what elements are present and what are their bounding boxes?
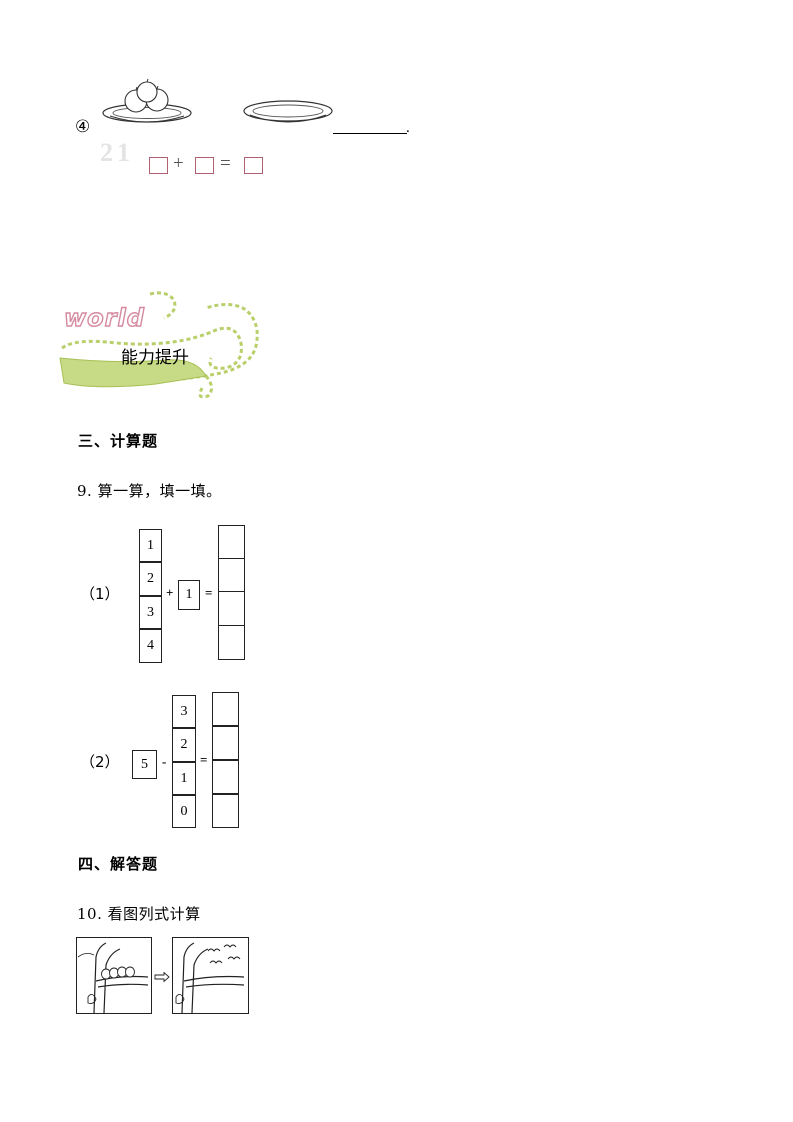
equals-operator: = [200,752,208,767]
q10-text: 10. 看图列式计算 [77,905,201,923]
answer-blank[interactable] [333,133,407,134]
birds-on-branch-image [76,937,152,1014]
birds-flying-image [172,937,249,1014]
answer-cell[interactable] [218,625,245,660]
answer-cell[interactable] [212,692,239,726]
column-cell: 3 [172,695,196,728]
answer-cell[interactable] [218,591,245,626]
q9-text: 9. 算一算，填一填。 [77,482,222,500]
item4-marker: ④ [75,117,91,137]
column-cell: 4 [139,629,162,663]
equals-sign: = [220,153,231,174]
column-cell: 2 [172,728,196,762]
minuend-box: 5 [132,750,157,779]
plus-sign: + [173,153,184,174]
watermark: 21 [100,138,134,167]
addend-box-2[interactable] [195,157,214,174]
section3-heading: 三、计算题 [78,432,159,450]
arrow-icon [154,972,170,982]
plus-operator: + [166,585,174,600]
empty-plate-image [243,100,333,123]
plate-with-fruit-image [102,78,192,123]
answer-cell[interactable] [212,726,239,760]
column-cell: 1 [172,762,196,795]
banner-title: 能力提升 [121,348,189,368]
minus-operator: - [162,754,167,769]
part1-label: （1） [80,585,120,603]
column-cell: 0 [172,795,196,828]
equals-operator: = [205,585,213,600]
answer-cell[interactable] [212,794,239,828]
sum-box[interactable] [244,157,263,174]
answer-cell[interactable] [218,525,245,559]
addend-box-1[interactable] [149,157,168,174]
ribbon-decoration [59,291,259,399]
operand-box: 1 [178,580,200,610]
column-cell: 1 [139,529,162,562]
section4-heading: 四、解答题 [78,855,159,873]
answer-cell[interactable] [218,558,245,592]
column-cell: 2 [139,562,162,596]
banner-word: world [63,303,145,332]
part2-label: （2） [80,753,120,771]
column-cell: 3 [139,596,162,629]
blank-period: . [406,120,410,136]
answer-cell[interactable] [212,760,239,794]
